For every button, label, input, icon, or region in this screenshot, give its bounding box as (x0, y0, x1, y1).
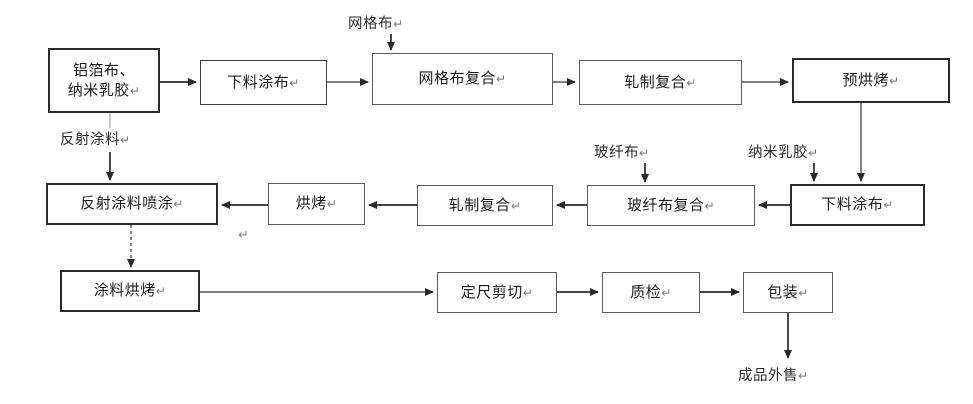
label-mesh-cloth-text: 网格布↵ (348, 16, 404, 32)
pilcrow-glyph: ↵ (808, 146, 819, 160)
node-paint-bake-label: 涂料烘烤↵ (93, 281, 167, 300)
pilcrow-glyph: ↵ (686, 75, 697, 90)
label-finished-goods: 成品外售↵ (738, 364, 809, 385)
pilcrow-glyph: ↵ (704, 198, 716, 213)
stray-pilcrow-mark: ↵ (238, 228, 249, 243)
node-coating-2-label: 下料涂布↵ (821, 195, 894, 214)
label-mesh-cloth: 网格布↵ (348, 12, 404, 33)
pilcrow-glyph: ↵ (393, 17, 404, 31)
pilcrow-glyph: ↵ (639, 146, 650, 160)
node-pre-bake[interactable]: 预烘烤↵ (792, 58, 950, 103)
pilcrow-glyph: ↵ (173, 197, 184, 212)
pilcrow-glyph: ↵ (661, 285, 672, 300)
pilcrow-glyph: ↵ (883, 198, 894, 213)
pilcrow-glyph: ↵ (495, 72, 507, 87)
node-glassfiber-composite-label: 玻纤布复合↵ (626, 195, 716, 214)
node-mesh-composite-label: 网格布复合↵ (418, 69, 507, 88)
label-glassfiber-cloth-text: 玻纤布↵ (594, 145, 650, 161)
label-nano-latex: 纳米乳胶↵ (748, 141, 819, 162)
node-mesh-composite[interactable]: 网格布复合↵ (372, 53, 553, 105)
node-coating-1[interactable]: 下料涂布↵ (200, 60, 327, 105)
label-nano-latex-text: 纳米乳胶↵ (748, 145, 819, 161)
label-glassfiber-cloth: 玻纤布↵ (594, 141, 650, 162)
node-bake-label: 烘烤↵ (295, 194, 338, 213)
node-raw-material-label: 铝箔布、 纳米乳胶↵ (67, 60, 141, 99)
node-raw-material[interactable]: 铝箔布、 纳米乳胶↵ (48, 48, 160, 113)
node-coating-2[interactable]: 下料涂布↵ (790, 184, 925, 226)
node-bake[interactable]: 烘烤↵ (268, 183, 365, 225)
pilcrow-glyph: ↵ (155, 284, 167, 299)
label-reflective-paint-text: 反射涂料↵ (60, 132, 131, 148)
node-quality-check[interactable]: 质检↵ (602, 272, 700, 313)
node-roll-composite-2[interactable]: 轧制复合↵ (417, 185, 553, 226)
pilcrow-glyph: ↵ (510, 198, 522, 213)
pilcrow-glyph: ↵ (798, 285, 809, 300)
pilcrow-glyph: ↵ (129, 83, 141, 98)
pilcrow-glyph: ↵ (120, 133, 131, 147)
node-packaging[interactable]: 包装↵ (743, 272, 833, 313)
node-roll-composite-1-label: 轧制复合↵ (624, 72, 697, 91)
node-cut-to-length[interactable]: 定尺剪切↵ (437, 272, 557, 313)
node-coating-1-label: 下料涂布↵ (227, 72, 300, 91)
pilcrow-glyph: ↵ (798, 369, 809, 383)
stray-pilcrow-text: ↵ (238, 228, 250, 243)
label-reflective-paint: 反射涂料↵ (60, 128, 131, 149)
node-glassfiber-composite[interactable]: 玻纤布复合↵ (587, 185, 755, 226)
node-roll-composite-2-label: 轧制复合↵ (448, 195, 522, 214)
label-finished-goods-text: 成品外售↵ (738, 368, 809, 384)
node-paint-bake[interactable]: 涂料烘烤↵ (60, 270, 200, 312)
node-pre-bake-label: 预烘烤↵ (842, 70, 900, 89)
node-packaging-label: 包装↵ (767, 282, 809, 301)
node-roll-composite-1[interactable]: 轧制复合↵ (579, 60, 742, 105)
pilcrow-glyph: ↵ (522, 285, 534, 300)
node-quality-check-label: 质检↵ (630, 282, 672, 301)
pilcrow-glyph: ↵ (289, 75, 300, 90)
node-reflective-spray[interactable]: 反射涂料喷涂↵ (46, 183, 218, 225)
node-cut-to-length-label: 定尺剪切↵ (460, 282, 534, 301)
node-reflective-spray-label: 反射涂料喷涂↵ (80, 194, 184, 213)
pilcrow-glyph: ↵ (326, 197, 338, 212)
pilcrow-glyph: ↵ (888, 73, 900, 88)
